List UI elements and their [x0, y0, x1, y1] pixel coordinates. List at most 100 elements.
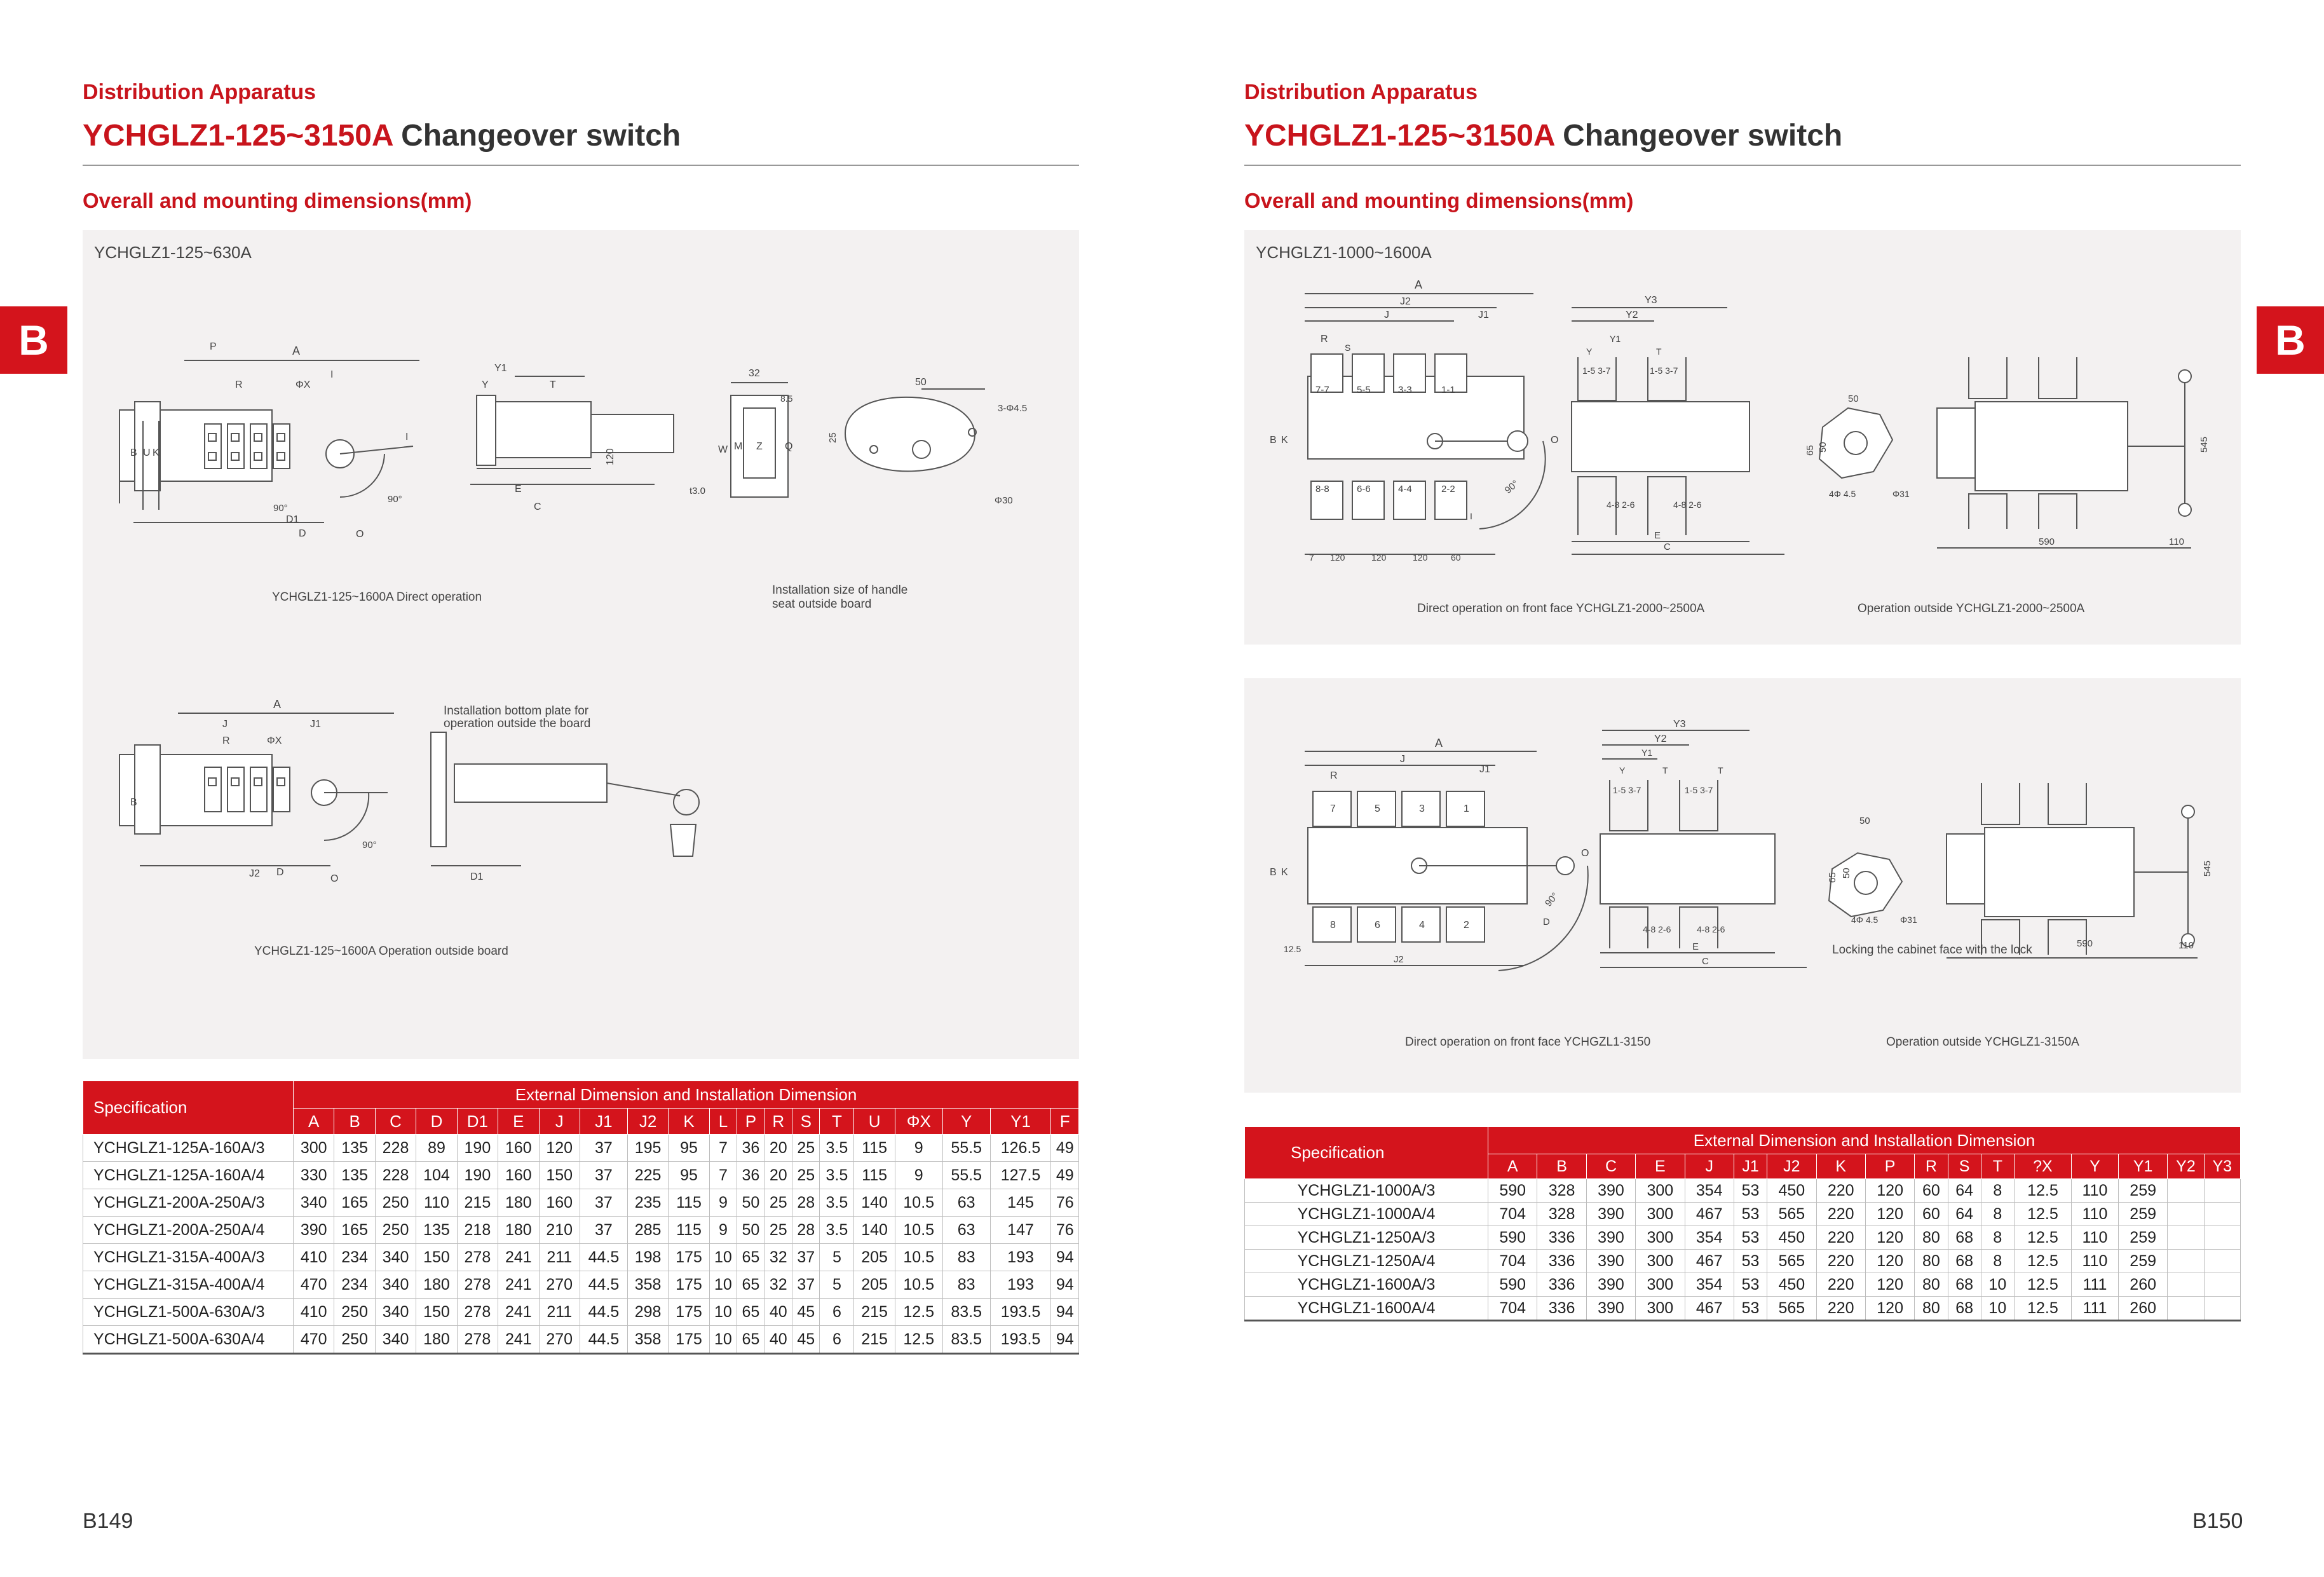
dim-label: ΦX [267, 735, 282, 746]
dim-label: 90° [1543, 891, 1561, 908]
spec-cell: YCHGLZ1-315A-400A/3 [83, 1243, 294, 1271]
column-header: B [1537, 1154, 1587, 1179]
value-cell: 354 [1684, 1273, 1734, 1297]
phase-label: 4-8 2-6 [1673, 500, 1702, 510]
column-header: U [853, 1108, 895, 1135]
value-cell: 260 [2117, 1273, 2168, 1297]
handle-seat-drawing: 50 3-Φ4.5 Φ30 25 [827, 377, 1027, 506]
phase-label: 5-5 [1357, 385, 1371, 395]
column-header: C [1586, 1154, 1636, 1179]
section-tab-left: B [0, 306, 67, 374]
outside-drawing-2000: 590 110 545 [1936, 357, 2210, 549]
column-header: K [1816, 1154, 1866, 1179]
dim-label: 7 [1309, 552, 1314, 563]
product-name: Changeover switch [392, 119, 681, 153]
value-cell: 390 [292, 1216, 335, 1244]
value-cell: 12.5 [2013, 1225, 2072, 1250]
phase-label: 1-5 3-7 [1650, 365, 1678, 376]
value-cell: 45 [792, 1325, 820, 1355]
value-cell: 10 [709, 1243, 738, 1271]
dim-label: J [222, 719, 228, 730]
value-cell: 220 [1816, 1273, 1866, 1297]
column-header: L [709, 1108, 738, 1135]
dim-label: 110 [2178, 940, 2194, 951]
value-cell: 270 [538, 1325, 580, 1355]
value-cell: 10 [709, 1271, 738, 1299]
value-cell: 7 [709, 1134, 738, 1162]
value-cell [2203, 1178, 2241, 1203]
value-cell: 215 [853, 1325, 895, 1355]
value-cell: 150 [538, 1161, 580, 1189]
value-cell: 250 [374, 1189, 417, 1217]
dim-label: ΦX [296, 379, 311, 390]
value-cell: 390 [1586, 1273, 1636, 1297]
value-cell: 36 [737, 1161, 765, 1189]
value-cell: 10 [709, 1325, 738, 1355]
value-cell: 65 [737, 1243, 765, 1271]
dim-label: 90° [388, 494, 402, 505]
value-cell: 390 [1586, 1296, 1636, 1321]
value-cell: 37 [579, 1134, 628, 1162]
side-view-drawing: Y1 Y T E C 120 [470, 363, 674, 512]
value-cell: 467 [1684, 1296, 1734, 1321]
dim-label: 120 [605, 448, 616, 465]
column-header: R [1914, 1154, 1948, 1179]
value-cell: 390 [1586, 1225, 1636, 1250]
value-cell: 328 [1537, 1202, 1587, 1226]
value-cell: 328 [1537, 1178, 1587, 1203]
value-cell: 160 [538, 1189, 580, 1217]
value-cell: 205 [853, 1271, 895, 1299]
value-cell: 220 [1816, 1249, 1866, 1273]
value-cell: 83.5 [942, 1325, 991, 1355]
value-cell: 111 [2070, 1296, 2119, 1321]
value-cell: 450 [1767, 1178, 1817, 1203]
group-header: External Dimension and Installation Dime… [1488, 1126, 2241, 1154]
value-cell: 9 [894, 1134, 943, 1162]
spec-cell: YCHGLZ1-500A-630A/3 [83, 1298, 294, 1326]
value-cell: 37 [792, 1271, 820, 1299]
dim-label: O [1551, 435, 1558, 446]
caption-front-3150: Direct operation on front face YCHGZL1-3… [1405, 1035, 1651, 1049]
value-cell: 218 [456, 1216, 499, 1244]
page-title-left: YCHGLZ1-125~3150A Changeover switch [83, 118, 681, 153]
dim-label: Y3 [1645, 295, 1657, 306]
value-cell: 211 [538, 1298, 580, 1326]
value-cell: 49 [1050, 1161, 1079, 1189]
value-cell: 590 [1487, 1273, 1538, 1297]
value-cell: 120 [1865, 1249, 1915, 1273]
spec-cell: YCHGLZ1-1250A/4 [1244, 1249, 1488, 1273]
value-cell [2167, 1178, 2205, 1203]
value-cell: 298 [627, 1298, 669, 1326]
value-cell: 3.5 [819, 1189, 855, 1217]
value-cell: 68 [1947, 1225, 1981, 1250]
caption-handle-1: Installation size of handle [772, 584, 908, 597]
value-cell: 10 [1980, 1296, 2015, 1321]
value-cell: 135 [416, 1216, 458, 1244]
column-header: Y1 [2117, 1154, 2168, 1179]
value-cell: 300 [1635, 1273, 1685, 1297]
value-cell: 300 [1635, 1178, 1685, 1203]
value-cell: 228 [374, 1134, 417, 1162]
dim-label: 65 [1827, 872, 1838, 883]
value-cell: 467 [1684, 1249, 1734, 1273]
dim-label: J1 [1478, 310, 1489, 320]
value-cell: 704 [1487, 1249, 1538, 1273]
value-cell: 68 [1947, 1249, 1981, 1273]
value-cell: 120 [1865, 1296, 1915, 1321]
value-cell: 110 [2070, 1225, 2119, 1250]
dim-label: C [534, 502, 541, 512]
caption-handle-2: seat outside board [772, 597, 872, 611]
phase-label: 4-8 2-6 [1697, 924, 1725, 934]
value-cell: 590 [1487, 1225, 1538, 1250]
value-cell: 110 [2070, 1249, 2119, 1273]
value-cell: 390 [1586, 1178, 1636, 1203]
caption-bottom-1: Installation bottom plate for [444, 704, 589, 718]
phase-label: 1-5 3-7 [1582, 365, 1611, 376]
value-cell: 336 [1537, 1249, 1587, 1273]
value-cell: 63 [942, 1189, 991, 1217]
value-cell [2203, 1273, 2241, 1297]
column-header: ΦX [894, 1108, 943, 1135]
dim-label: 60 [1451, 552, 1461, 563]
